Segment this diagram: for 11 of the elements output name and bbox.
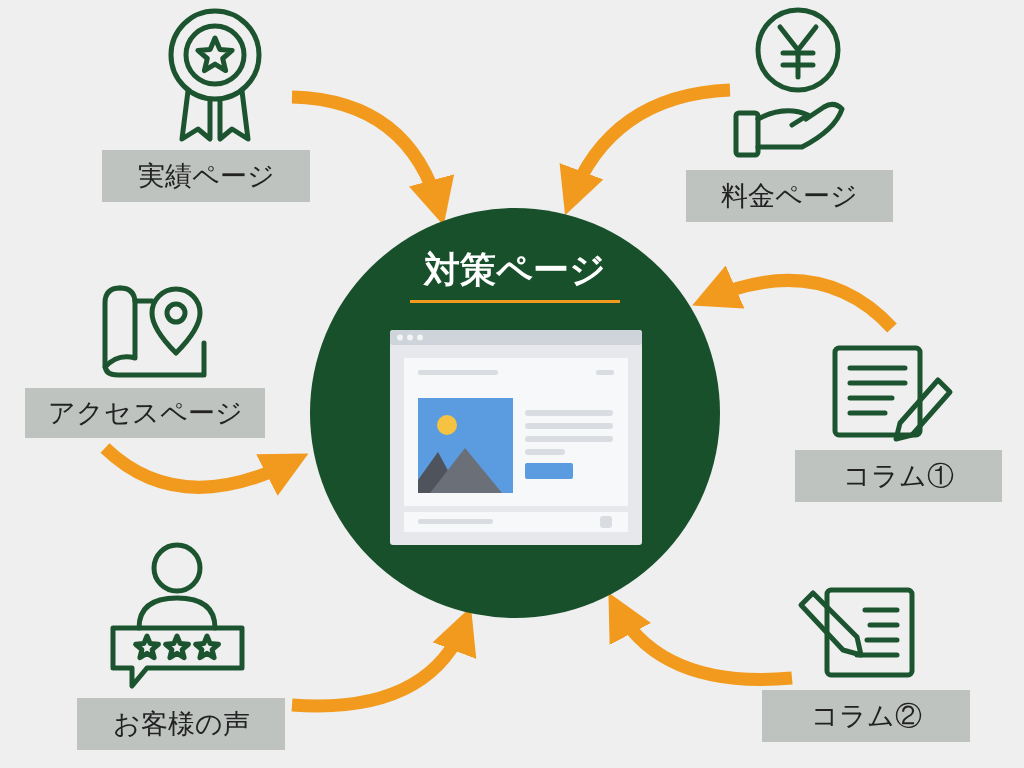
page-label: アクセスページ	[25, 388, 265, 438]
page-label: お客様の声	[77, 698, 285, 750]
page-label: 実績ページ	[102, 150, 310, 202]
page-label: コラム②	[762, 690, 970, 742]
page-label: 料金ページ	[686, 170, 893, 222]
curved-arrow	[561, 83, 731, 215]
curved-arrow	[691, 266, 897, 333]
curved-arrow	[100, 443, 309, 496]
curved-arrow	[607, 592, 793, 686]
title-text: 対策ページ	[424, 248, 606, 292]
page-label: コラム①	[795, 450, 1002, 502]
